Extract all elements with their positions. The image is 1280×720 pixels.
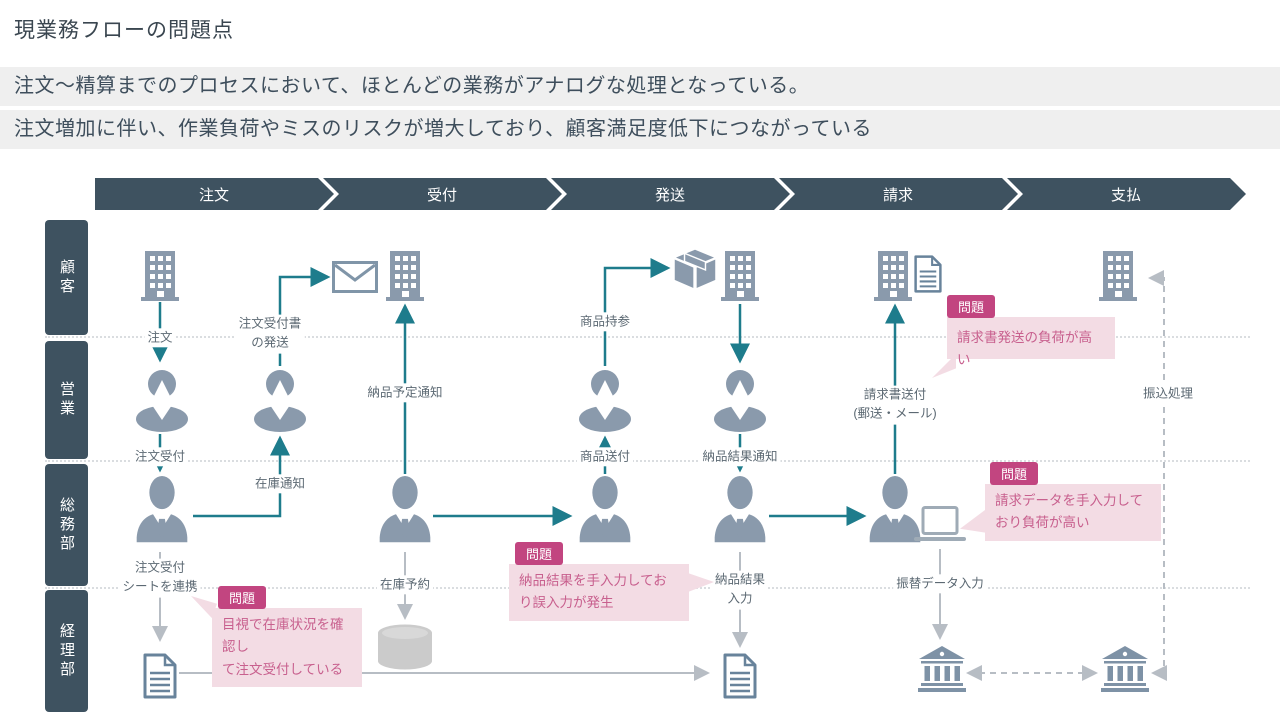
problem-bubble-manual-delivery-input: 納品結果を手入力してお り誤入力が発生 [509,564,689,621]
flow-label-order-sheet-share: 注文受付 シートを連携 [119,558,201,598]
lane-label-accounting: 経理部 [45,590,88,712]
lane-label-general-affairs: 総務部 [45,464,88,586]
problem-badge: 問題 [515,542,564,565]
customer-building-icon [718,251,762,301]
database-cylinder-icon [377,624,433,670]
problem-bubble-manual-invoice-data: 請求データを手入力して おり負荷が高い [985,484,1161,541]
office-person-icon [373,476,437,550]
package-box-icon [674,249,716,289]
flow-label-bring-goods: 商品持参 [576,312,634,332]
summary-line-2: 注文増加に伴い、作業負荷やミスのリスクが増大しており、顧客満足度低下につながって… [0,110,1280,149]
laptop-icon [914,506,966,544]
customer-building-icon [871,251,915,301]
phase-reception: 受付 [427,187,457,204]
problem-badge: 問題 [947,295,996,318]
dashed-flow-arrows [966,270,1167,681]
phase-chevron-bar: 注文 受付 発送 請求 支払 [95,178,1246,210]
flow-label-send-goods: 商品送付 [576,447,634,467]
lane-label-customer: 顧客 [45,220,88,335]
document-icon [142,653,178,699]
flow-label-stock-reservation: 在庫予約 [376,575,434,595]
problem-badge: 問題 [990,462,1039,485]
envelope-icon [332,261,378,293]
flow-label-delivery-schedule-notice: 納品予定通知 [364,383,446,403]
bank-icon [918,646,966,692]
document-icon [722,653,758,699]
problem-bubble-invoice-send-load: 請求書発送の負荷が高い [947,317,1115,367]
flow-label-stock-notice: 在庫通知 [251,474,309,494]
phase-shipping: 発送 [655,187,685,204]
office-person-icon [708,476,772,550]
flow-label-bank-transfer: 振込処理 [1139,384,1197,404]
flow-label-invoice-send: 請求書送付 (郵送・メール) [850,385,940,425]
flow-label-order-receipt-send: 注文受付書 の発送 [235,314,305,354]
customer-building-icon [383,251,427,301]
phase-order: 注文 [199,187,229,204]
customer-building-icon [138,251,182,301]
office-person-icon [573,476,637,550]
phase-payment: 支払 [1111,187,1141,204]
summary-line-1: 注文～精算までのプロセスにおいて、ほとんどの業務がアナログな処理となっている。 [0,67,1280,106]
invoice-document-icon [913,255,943,293]
bank-icon [1101,646,1149,692]
lane-divider-2 [45,460,1250,462]
flow-label-order-reception: 注文受付 [131,447,189,467]
flow-label-delivery-result-notice: 納品結果通知 [699,447,781,467]
sales-person-icon [710,368,770,432]
flow-label-delivery-result-input: 納品結果 入力 [711,570,769,610]
problem-bubble-visual-stock-check: 目視で在庫状況を確認し て注文受付している [212,608,362,687]
sales-person-icon [575,368,635,432]
lane-divider-1 [45,336,1250,338]
flow-label-transfer-data-input: 振替データ入力 [893,574,987,594]
problem-badge: 問題 [218,586,267,609]
sales-person-icon [250,368,310,432]
office-person-icon [130,476,194,550]
lane-label-sales: 営業 [45,341,88,459]
customer-building-icon [1096,251,1140,301]
page-title: 現業務フローの問題点 [14,19,234,42]
sales-person-icon [132,368,192,432]
flow-label-order: 注文 [144,328,176,348]
phase-billing: 請求 [883,187,913,204]
